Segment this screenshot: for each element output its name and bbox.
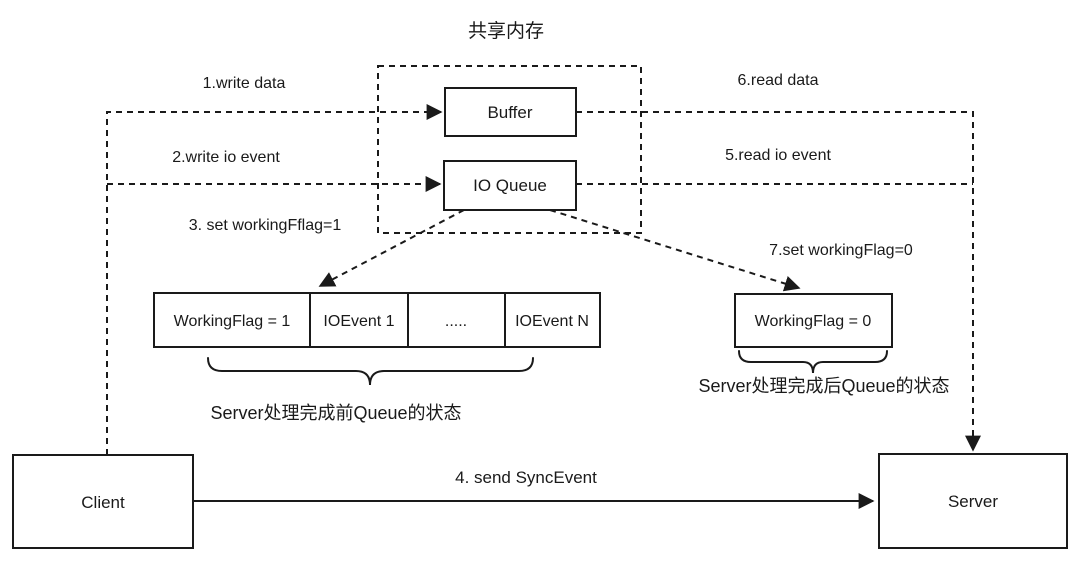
buffer-to-server-connector: [576, 111, 981, 452]
queue-before-cell-ioevent1: IOEvent 1: [323, 313, 394, 330]
diagram-title: 共享内存: [468, 20, 544, 42]
ioqueue-to-queue-after-arrow: [549, 209, 801, 292]
step-5-label: 5.read io event: [725, 147, 831, 164]
client-label: Client: [81, 493, 125, 512]
step-6-label: 6.read data: [738, 72, 819, 89]
queue-after-box: [734, 293, 893, 348]
queue-after-caption: Server处理完成后Queue的状态: [698, 376, 949, 396]
queue-before-cell-workingflag: WorkingFlag = 1: [174, 313, 291, 330]
queue-before-cell-ioeventn: IOEvent N: [515, 313, 589, 330]
shared-memory-boundary: [377, 65, 642, 234]
client-to-buffer-connector: [106, 104, 443, 455]
step-3-label: 3. set workingFflag=1: [189, 217, 342, 234]
server-box: [878, 453, 1068, 549]
queue-before-cell-ellipsis: .....: [445, 313, 467, 330]
step-2-label: 2.write io event: [172, 149, 280, 166]
ioqueue-to-queue-before-arrow: [318, 209, 465, 287]
queue-after-cell-workingflag: WorkingFlag = 0: [755, 313, 872, 330]
queue-before-outline: [153, 292, 601, 348]
server-label: Server: [948, 492, 998, 511]
step-7-label: 7.set workingFlag=0: [769, 242, 913, 259]
client-box: [12, 454, 194, 549]
queue-before-brace: [207, 357, 534, 386]
buffer-label: Buffer: [487, 103, 532, 122]
queue-before-caption: Server处理完成前Queue的状态: [210, 403, 461, 423]
io-queue-label: IO Queue: [473, 176, 547, 195]
io-queue-box: [443, 160, 577, 211]
buffer-box: [444, 87, 577, 137]
step-1-label: 1.write data: [203, 75, 286, 92]
step-4-label: 4. send SyncEvent: [455, 468, 597, 487]
queue-before-box: WorkingFlag = 1 IOEvent 1 ..... IOEvent …: [153, 292, 601, 348]
queue-after-brace: [738, 350, 888, 374]
